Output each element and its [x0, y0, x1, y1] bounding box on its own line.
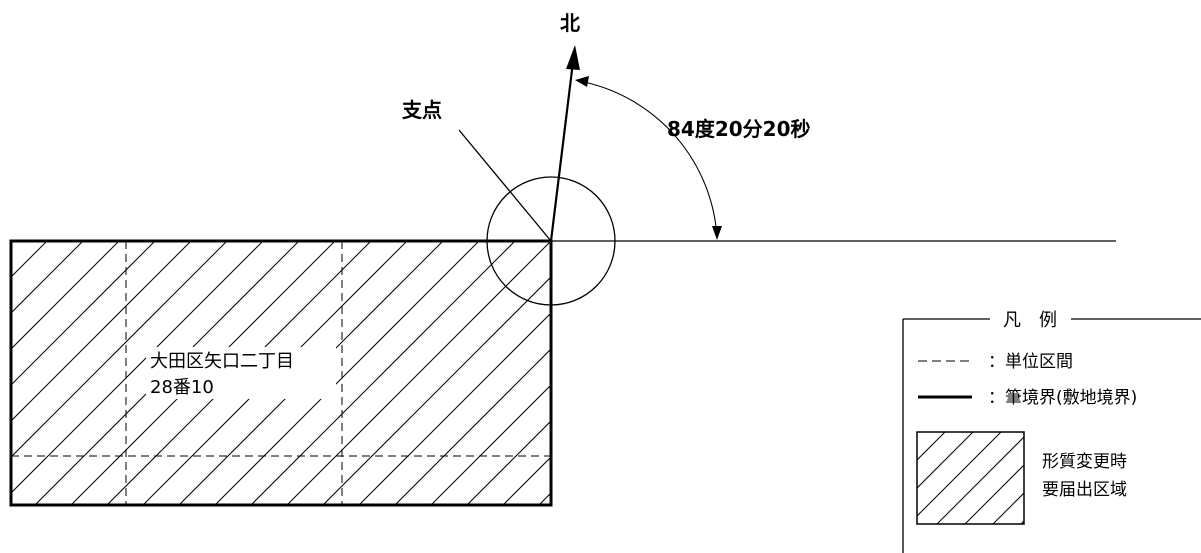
legend-hatch-label-2: 要届出区域 — [1042, 480, 1127, 500]
legend-dashed-label: ：単位区間 — [988, 352, 1073, 372]
hatch-line-6 — [11, 241, 228, 458]
address-line-1: 大田区矢口二丁目 — [150, 351, 294, 372]
hatch-line-4 — [11, 241, 156, 386]
hatch-line-19 — [430, 384, 551, 505]
angle-arc — [583, 81, 718, 238]
hatch-line-20 — [466, 420, 551, 505]
lot-boundary — [9, 239, 553, 507]
hatch-line-0 — [11, 241, 12, 242]
hatch-line-14 — [250, 241, 516, 505]
hatch-line-17 — [358, 312, 551, 505]
legend-hatch-line-1 — [917, 432, 946, 461]
site-lot: 大田区矢口二丁目 28番10 — [9, 239, 553, 507]
legend-solid-label: ：筆境界(敷地境界) — [988, 388, 1137, 408]
hatch-line-5 — [11, 241, 192, 422]
hatch-line-16 — [322, 276, 551, 505]
hatch-line-13 — [214, 241, 480, 505]
hatch-line-21 — [502, 456, 551, 505]
lot-hatching — [11, 241, 551, 505]
legend-hatch-line-7 — [1020, 520, 1024, 524]
legend-title: 凡 例 — [1003, 310, 1057, 331]
angle-label: 84度20分20秒 — [667, 117, 811, 141]
fulcrum-label: 支点 — [402, 98, 442, 122]
legend-hatch-sample — [917, 432, 1024, 524]
legend: 凡 例 ：単位区間 ：筆境界(敷地境界) 形質変更時 要届出区域 — [902, 310, 1201, 553]
angle-arc-arrowhead-east — [712, 226, 722, 240]
legend-hatch-line-4 — [936, 436, 1024, 524]
legend-hatch-label-1: 形質変更時 — [1042, 452, 1127, 472]
angle-arc-arrowhead-north — [575, 76, 589, 87]
hatch-line-2 — [11, 241, 84, 314]
address-label-background — [146, 347, 336, 399]
north-arrow-shaft — [549, 61, 575, 242]
hatch-line-3 — [11, 241, 120, 350]
hatch-line-7 — [11, 241, 264, 494]
legend-hatch-line-6 — [992, 492, 1024, 524]
legend-hatch-box — [916, 431, 1025, 525]
hatch-line-22 — [538, 492, 551, 505]
fulcrum-circle — [486, 176, 616, 306]
address-line-2: 28番10 — [150, 377, 214, 398]
north-label: 北 — [560, 11, 580, 35]
fulcrum-pointer-line — [458, 129, 552, 242]
hatch-line-18 — [394, 348, 551, 505]
legend-hatch-line-5 — [964, 464, 1024, 524]
legend-hatch-line-2 — [917, 432, 974, 489]
north-arrow-head — [566, 45, 580, 70]
legend-hatch-line-3 — [917, 432, 1002, 517]
hatch-line-15 — [286, 241, 551, 505]
